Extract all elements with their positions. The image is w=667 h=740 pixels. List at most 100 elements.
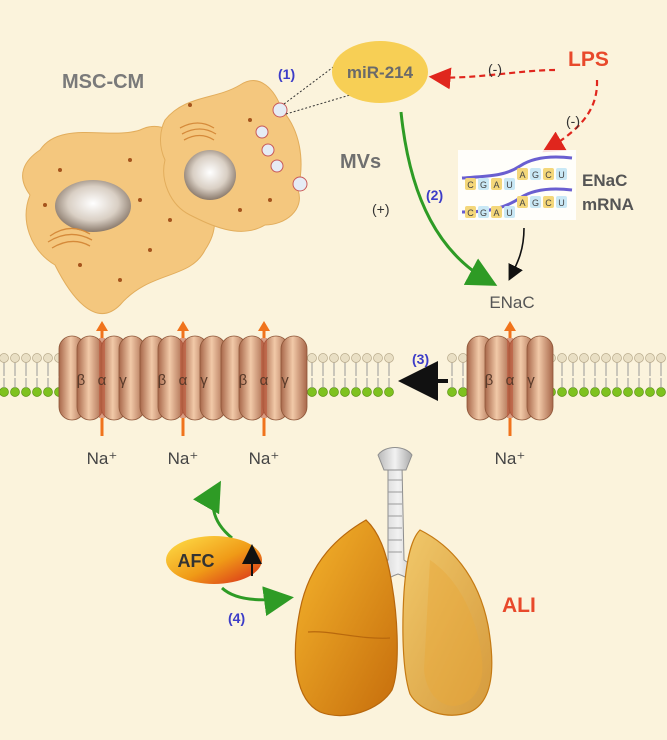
- lipid-head: [351, 387, 361, 397]
- sodium-flow-arrowhead: [504, 321, 516, 331]
- mrna-base: U: [506, 208, 513, 218]
- ali-label: ALI: [502, 594, 536, 617]
- channel-subunit: [526, 335, 554, 421]
- lipid-head: [307, 387, 317, 397]
- microvesicles: [255, 102, 308, 192]
- lipid-head: [590, 387, 600, 397]
- right-lung-shadow: [424, 560, 483, 706]
- mvs-to-enac-arrow: [399, 111, 498, 286]
- lps-to-mrna-arrow: [542, 79, 599, 153]
- step-3-label: (3): [412, 351, 429, 367]
- lipid-head: [568, 387, 578, 397]
- mrna-base: G: [532, 170, 539, 180]
- channel-pore: [507, 338, 513, 418]
- base-box: [478, 206, 489, 218]
- lipid-head: [645, 387, 655, 397]
- lipid-head: [10, 353, 20, 363]
- golgi-left: [47, 227, 93, 249]
- base-box: [478, 178, 489, 190]
- lungs: [294, 447, 493, 717]
- lipid-head: [656, 353, 666, 363]
- mrna-strand-top: [461, 155, 573, 180]
- base-box: [543, 168, 554, 180]
- left-lung: [294, 519, 398, 717]
- sodium-label: Na⁺: [249, 449, 280, 468]
- base-box: [491, 206, 502, 218]
- inhibit-mrna-label: (-): [566, 113, 580, 129]
- afc-to-lung-arrow: [220, 586, 294, 617]
- mrna-base: U: [558, 198, 565, 208]
- right-lung: [402, 529, 493, 716]
- lipid-head: [0, 353, 9, 363]
- mrna-base: C: [467, 208, 474, 218]
- lipid-head: [568, 353, 578, 363]
- base-box: [530, 168, 541, 180]
- mrna-base: G: [480, 208, 487, 218]
- lipid-head: [612, 353, 622, 363]
- lipid-head: [601, 353, 611, 363]
- lps-label: LPS: [568, 48, 609, 71]
- lipid-head: [612, 387, 622, 397]
- base-box: [517, 168, 528, 180]
- channel-subunit-label: β: [158, 372, 167, 389]
- lipid-head: [384, 353, 394, 363]
- base-box: [504, 206, 515, 218]
- lipid-head: [21, 353, 31, 363]
- afc-badge: [166, 536, 262, 584]
- lipid-head: [601, 387, 611, 397]
- enac-label: ENaC: [489, 293, 534, 312]
- msc-cm-label: MSC-CM: [62, 71, 144, 93]
- enac-mrna-label-line2: mRNA: [582, 195, 634, 214]
- base-box: [465, 206, 476, 218]
- lipid-head: [634, 353, 644, 363]
- larynx: [377, 447, 413, 471]
- msc-cells: [22, 61, 351, 314]
- lipid-head: [458, 353, 468, 363]
- sodium-label: Na⁺: [168, 449, 199, 468]
- lipid-head: [340, 353, 350, 363]
- lipid-head: [329, 387, 339, 397]
- channel-subunit-label: γ: [200, 372, 208, 389]
- lipid-head: [21, 387, 31, 397]
- channel-subunit-label: α: [506, 372, 515, 389]
- nucleus-right: [184, 150, 236, 200]
- lipid-head: [645, 353, 655, 363]
- channel-pore: [180, 338, 186, 418]
- mrna-base: G: [480, 180, 487, 190]
- channel-subunit-label: γ: [527, 372, 535, 389]
- mrna-base: A: [493, 208, 499, 218]
- golgi-right: [179, 122, 217, 141]
- lipid-head: [43, 353, 53, 363]
- lipid-head: [307, 353, 317, 363]
- left-lung-fissure: [307, 631, 391, 639]
- mrna-base: U: [558, 170, 565, 180]
- lipid-head: [579, 353, 589, 363]
- mrna-base: C: [467, 180, 474, 190]
- base-box: [556, 168, 567, 180]
- zoom-line-bottom: [285, 94, 351, 115]
- channel-subunit-label: γ: [119, 372, 127, 389]
- base-box: [465, 178, 476, 190]
- channel-subunit-label: α: [179, 372, 188, 389]
- mrna-panel-bg: [458, 150, 576, 220]
- channel-subunit-label: β: [77, 372, 86, 389]
- lipid-head: [32, 387, 42, 397]
- channel-subunit-label: β: [239, 372, 248, 389]
- channel-subunit-label: α: [98, 372, 107, 389]
- step-1-label: (1): [278, 66, 295, 82]
- channel-subunit-label: α: [260, 372, 269, 389]
- lipid-head: [656, 387, 666, 397]
- mrna-base: U: [506, 180, 513, 190]
- lipid-head: [329, 353, 339, 363]
- trachea-rings: [388, 479, 402, 553]
- lipid-head: [557, 387, 567, 397]
- base-box: [504, 178, 515, 190]
- mrna-base: A: [519, 170, 525, 180]
- mir-label: miR-214: [347, 63, 414, 82]
- step-4-label: (4): [228, 610, 245, 626]
- promote-label: (+): [372, 201, 390, 217]
- mrna-base: A: [519, 198, 525, 208]
